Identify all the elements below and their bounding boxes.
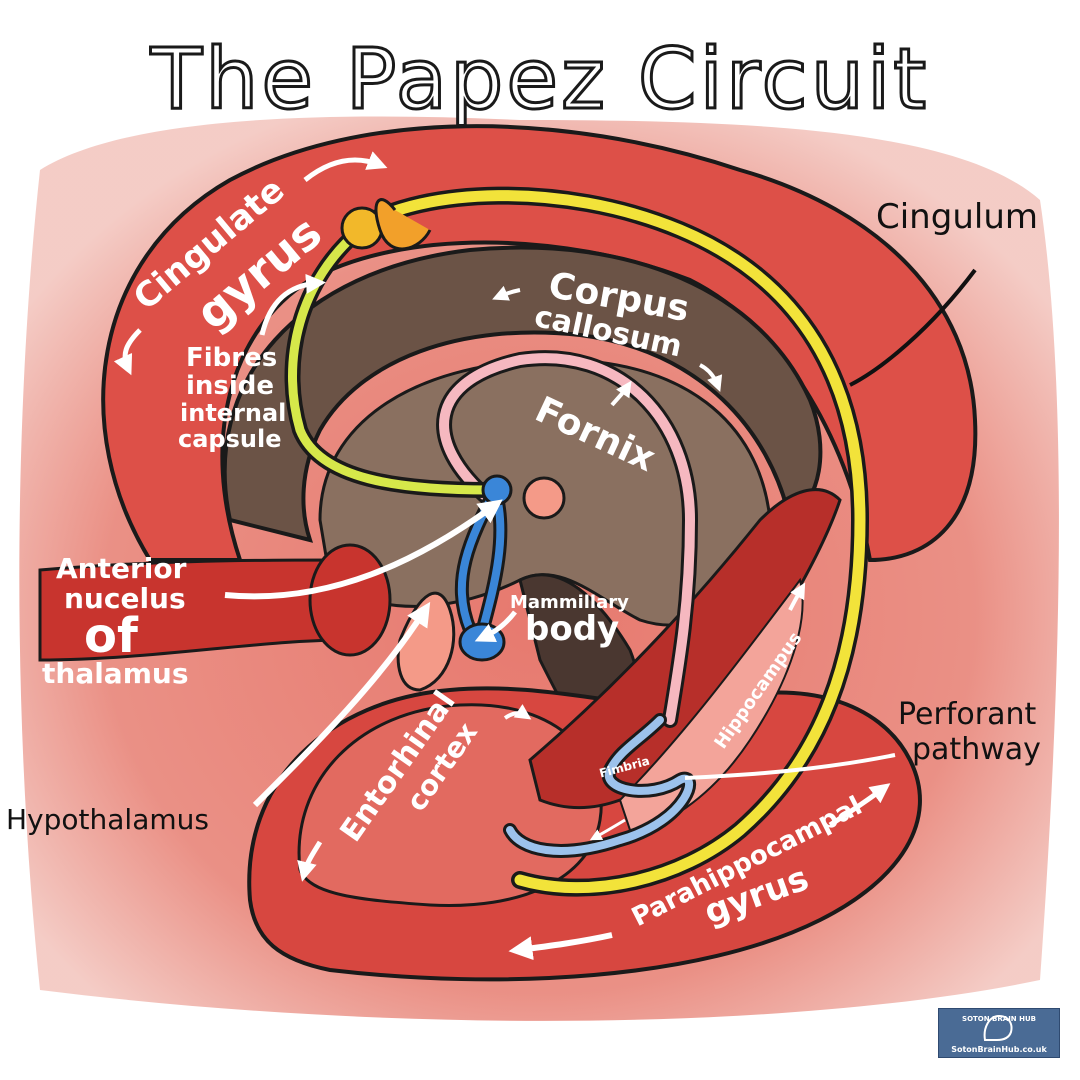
cingulum-leader	[849, 268, 977, 387]
label-inside: inside	[186, 371, 275, 401]
arrow-entorhinal-down	[297, 840, 323, 882]
arrow-parahip	[828, 783, 891, 828]
arrow-corpus-left	[492, 285, 521, 301]
arrow-cingulate-top	[303, 151, 388, 182]
label-body: body	[525, 609, 620, 649]
label-cingulum: Cingulum	[876, 197, 1038, 237]
badge-logo-text: SOTON BRAIN HUB	[962, 1015, 1036, 1023]
label-thalamus: thalamus	[42, 657, 189, 690]
cingulate-gyrus-shape	[101, 124, 978, 563]
arrow-parahip-bottom	[508, 932, 613, 961]
thalamic-pink-node	[522, 476, 566, 520]
arrow-entorhinal	[503, 704, 532, 720]
label-internal: internal	[180, 399, 287, 427]
arrow-hippocampus	[788, 582, 806, 611]
label-mammillary: Mammillary	[510, 592, 629, 613]
brain-hub-logo-icon	[983, 1014, 1013, 1041]
label-perforant: Perforant	[898, 697, 1037, 732]
arrow-hypothalamus	[252, 601, 431, 808]
label-pathway: pathway	[912, 732, 1041, 767]
left-red-tube-cap	[308, 543, 392, 657]
label-hypothalamus: Hypothalamus	[6, 803, 209, 836]
label-anterior: Anterior	[56, 552, 187, 585]
soton-brain-hub-badge: SOTON BRAIN HUB SotonBrainHub.co.uk	[938, 1008, 1060, 1058]
label-fibres: Fibres	[186, 343, 278, 373]
hippocampus-pink-band	[618, 577, 804, 832]
perforant-leader	[684, 753, 896, 780]
arrow-fibres	[259, 273, 326, 336]
arrow-anterior-nucleus	[224, 499, 503, 600]
cingulum-fork	[374, 198, 432, 251]
anterior-nucleus-node	[481, 474, 513, 506]
arrow-inner-lower	[589, 818, 626, 841]
label-of: of	[84, 608, 138, 664]
label-nucelus: nucelus	[64, 582, 186, 615]
arrow-fornix	[610, 380, 632, 407]
arrow-cingulate-down	[113, 328, 142, 376]
label-capsule: capsule	[178, 425, 282, 453]
page-title: The Papez Circuit	[149, 29, 930, 130]
badge-url: SotonBrainHub.co.uk	[951, 1045, 1047, 1054]
arrow-corpus-right	[699, 363, 723, 392]
arrow-mammillary	[474, 610, 517, 643]
